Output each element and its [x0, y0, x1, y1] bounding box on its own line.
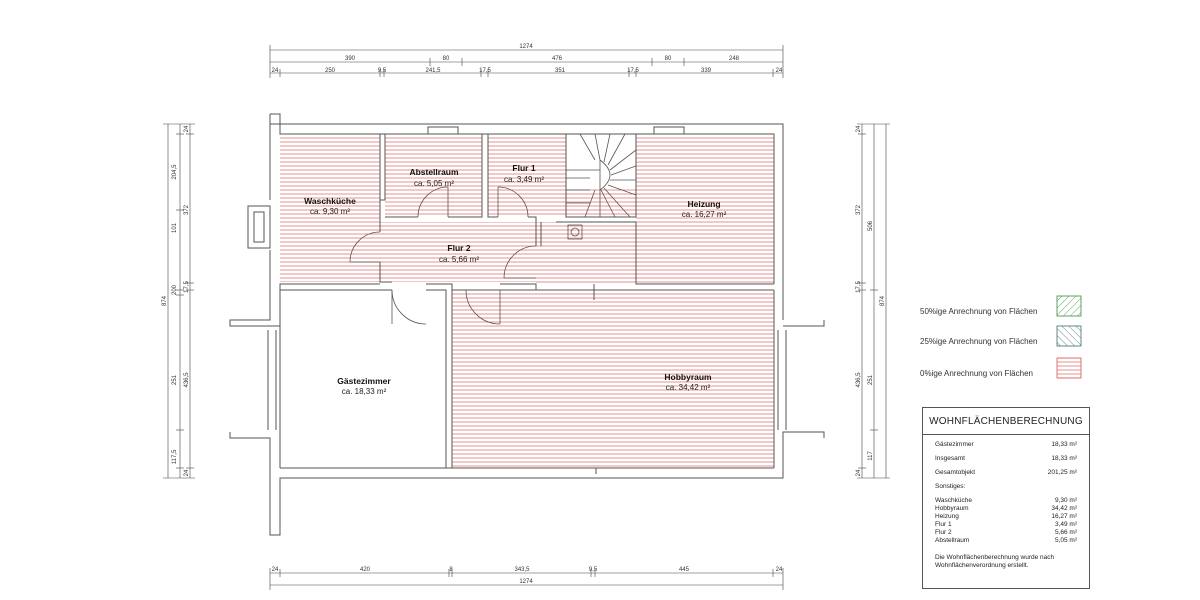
room-area-flur1: ca. 3,49 m² — [504, 175, 544, 184]
dim-label: 8 — [449, 567, 453, 573]
calc-row: Insgesamt 18,33 m² — [935, 455, 1077, 463]
right-dimensions — [857, 123, 890, 479]
room-area-gaestezimmer: ca. 18,33 m² — [342, 387, 387, 396]
left-dim-labels: 24 204,5 372 101 200 17,5 251 436,5 117,… — [162, 125, 190, 476]
dim-label: 343,5 — [514, 567, 530, 573]
dim-left-total: 874 — [162, 295, 168, 306]
dim-label: 17,5 — [479, 68, 491, 74]
dim-label: 117 — [868, 451, 874, 461]
legend-swatch-0 — [1056, 357, 1082, 379]
room-name-flur1: Flur 1 — [512, 163, 535, 173]
dim-bottom-total: 1274 — [519, 579, 533, 585]
legend: 50%ige Anrechnung von Flächen 25%ige Anr… — [920, 295, 1082, 379]
dim-label: 476 — [552, 56, 563, 62]
dim-label: 24 — [272, 68, 279, 74]
dim-label: 251 — [172, 374, 178, 385]
legend-label-50: 50%ige Anrechnung von Flächen — [920, 307, 1037, 316]
room-name-gaestezimmer: Gästezimmer — [337, 376, 391, 386]
dim-label: 390 — [345, 56, 356, 62]
calc-row: Gesamtobjekt 201,25 m² — [935, 469, 1077, 477]
dim-label: 17,5 — [856, 281, 862, 293]
top-dimensions — [269, 45, 784, 78]
room-name-hobbyraum: Hobbyraum — [664, 372, 712, 382]
walls — [229, 113, 825, 536]
calc-sonstiges: Sonstiges: — [935, 483, 966, 490]
dim-label: 436,5 — [184, 372, 190, 388]
room-hatching — [280, 134, 774, 468]
room-area-heizung: ca. 16,27 m² — [682, 210, 727, 219]
dim-label: 351 — [555, 68, 566, 74]
dim-label: 17,5 — [184, 281, 190, 293]
dim-label: 24 — [776, 567, 783, 573]
dim-label: 436,5 — [856, 372, 862, 388]
dim-label: 248 — [729, 56, 740, 62]
area-calculation-box: WOHNFLÄCHENBERECHNUNG Gästezimmer 18,33 … — [922, 407, 1090, 589]
calc-label: Insgesamt — [935, 455, 965, 462]
dim-label: 372 — [856, 204, 862, 215]
calc-value: 18,33 m² — [1051, 455, 1077, 462]
dim-label: 250 — [325, 68, 336, 74]
calc-body: Gästezimmer 18,33 m² Insgesamt 18,33 m² … — [923, 435, 1089, 570]
room-name-flur2: Flur 2 — [447, 243, 470, 253]
calc-value: 18,33 m² — [1051, 441, 1077, 448]
dim-label: 204,5 — [172, 164, 178, 180]
dim-label: 24 — [776, 68, 783, 74]
dim-label: 17,5 — [627, 68, 639, 74]
legend-label-25: 25%ige Anrechnung von Flächen — [920, 337, 1037, 346]
dim-label: 200 — [172, 284, 178, 295]
dim-label: 445 — [679, 567, 690, 573]
dim-label: 420 — [360, 567, 371, 573]
room-area-hobbyraum: ca. 34,42 m² — [666, 383, 711, 392]
dim-right-total: 874 — [880, 295, 886, 306]
room-name-heizung: Heizung — [687, 199, 720, 209]
room-area-waschkueche: ca. 9,30 m² — [310, 207, 350, 216]
dim-label: 506 — [868, 220, 874, 231]
dim-label: 241,5 — [425, 68, 441, 74]
room-area-abstellraum: ca. 5,05 m² — [414, 179, 454, 188]
dim-label: 24 — [856, 469, 862, 476]
calc-label: Gesamtobjekt — [935, 469, 976, 476]
dim-label: 24 — [184, 469, 190, 476]
room-name-abstellraum: Abstellraum — [409, 167, 459, 177]
dim-label: 101 — [172, 222, 178, 233]
legend-label-0: 0%ige Anrechnung von Flächen — [920, 369, 1033, 378]
dim-label: 24 — [272, 567, 279, 573]
doors — [349, 186, 537, 325]
calc-label: Gästezimmer — [935, 441, 974, 448]
calc-title: WOHNFLÄCHENBERECHNUNG — [923, 408, 1089, 435]
staircase — [565, 133, 637, 240]
left-dimensions — [163, 123, 195, 479]
dim-label: 372 — [184, 204, 190, 215]
calc-row: Gästezimmer 18,33 m² — [935, 441, 1077, 449]
legend-swatch-25 — [1056, 325, 1082, 347]
room-area-flur2: ca. 5,66 m² — [439, 255, 479, 264]
room-name-waschkueche: Waschküche — [304, 196, 356, 206]
calc-note: Die Wohnflächenberechnung wurde nach Woh… — [935, 554, 1055, 569]
dim-label: 251 — [868, 374, 874, 385]
legend-swatch-50 — [1056, 295, 1082, 317]
dim-label: 9,5 — [589, 567, 598, 573]
dim-label: 117,5 — [172, 449, 178, 464]
dim-label: 24 — [856, 125, 862, 132]
calc-value: 201,25 m² — [1047, 469, 1077, 476]
dim-label: 339 — [701, 68, 712, 74]
dim-top-total: 1274 — [519, 44, 533, 50]
right-dim-labels: 24 372 506 17,5 436,5 251 117 24 874 — [856, 125, 886, 476]
dim-label: 80 — [665, 56, 672, 62]
dim-label: 24 — [184, 125, 190, 132]
dim-label: 80 — [443, 56, 450, 62]
bottom-dimensions — [269, 568, 784, 590]
room-labels: Waschküche ca. 9,30 m² Abstellraum ca. 5… — [304, 163, 726, 396]
dim-label: 9,5 — [378, 68, 387, 74]
